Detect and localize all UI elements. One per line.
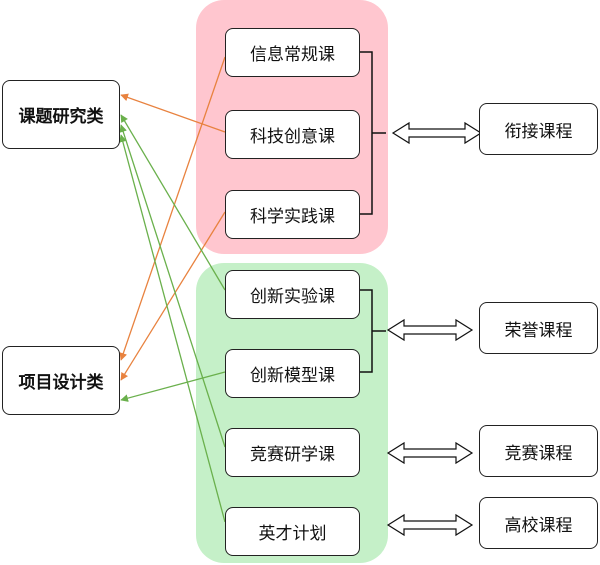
category-research: 课题研究类 — [2, 80, 120, 149]
arrow-chuangxinmoxing-to-project — [120, 371, 226, 402]
arrow-kexueshijian-to-project — [120, 211, 226, 381]
bracket-pink-courses — [360, 51, 386, 215]
arrow-jingsaiyanxue-to-research — [119, 124, 226, 448]
course-xinxi-changgui: 信息常规课 — [225, 28, 360, 77]
bracket-innovation-courses — [360, 289, 386, 373]
program-xianjie: 衔接课程 — [479, 103, 598, 155]
course-yingcai-jihua: 英才计划 — [225, 507, 360, 556]
program-gaoxiao: 高校课程 — [479, 497, 598, 549]
arrow-xinxi-to-project — [119, 56, 226, 361]
course-keji-chuangyi: 科技创意课 — [225, 110, 360, 159]
arrow-yingcai-to-research — [119, 134, 226, 523]
category-project: 项目设计类 — [2, 346, 120, 415]
course-chuangxin-shiyan: 创新实验课 — [225, 270, 360, 319]
arrow-chuangxinshiyan-to-research — [120, 114, 226, 291]
course-kexue-shijian: 科学实践课 — [225, 190, 360, 239]
double-arrow-gaoxiao — [386, 513, 474, 537]
course-chuangxin-moxing: 创新模型课 — [225, 349, 360, 398]
double-arrow-xianjie — [391, 121, 483, 145]
double-arrow-rongyu — [386, 318, 474, 342]
program-jingsai: 竞赛课程 — [479, 425, 598, 477]
arrow-kejichuangyi-to-research — [120, 93, 226, 133]
double-arrow-jingsai — [386, 441, 474, 465]
program-rongyu: 荣誉课程 — [479, 302, 598, 354]
course-jingsai-yanxue: 竞赛研学课 — [225, 428, 360, 477]
